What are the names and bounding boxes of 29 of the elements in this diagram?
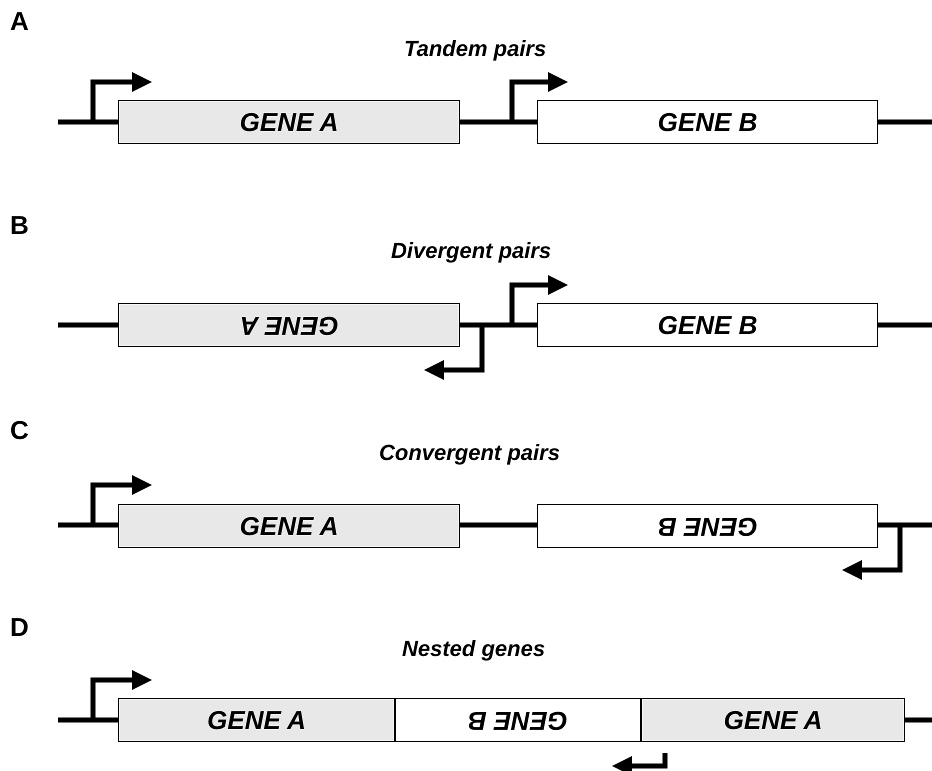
gene-box [537,100,878,144]
gene-box [118,303,460,347]
dna-segment [460,120,537,124]
panel-title: Divergent pairs [391,238,552,264]
gene-box [641,698,905,742]
gene-label: GENE A [724,704,822,736]
panel-title: Convergent pairs [379,440,560,466]
gene-label: GENE A [240,106,338,138]
gene-box [118,504,460,548]
gene-label: GENE B [658,106,758,138]
panel-letter: C [10,415,29,446]
gene-box [118,100,460,144]
panel-letter: D [10,612,29,643]
panel-title: Nested genes [402,636,546,662]
dna-segment [460,322,537,328]
panel-title: Tandem pairs [404,36,546,62]
gene-box [118,698,395,742]
gene-label: GENE A [207,704,306,736]
gene-box [537,504,878,548]
reversed-gene-label: GENE B [658,510,758,542]
gene-label: GENE B [658,310,758,340]
panel-letter: B [10,210,29,241]
gene-box [537,303,878,347]
dna-segment [460,522,537,528]
gene-box [395,698,641,742]
reversed-gene-label: GENE B [468,704,568,736]
panel-letter: A [10,6,29,37]
gene-label: GENE A [240,510,338,542]
reversed-gene-label: GENE A [240,310,338,340]
